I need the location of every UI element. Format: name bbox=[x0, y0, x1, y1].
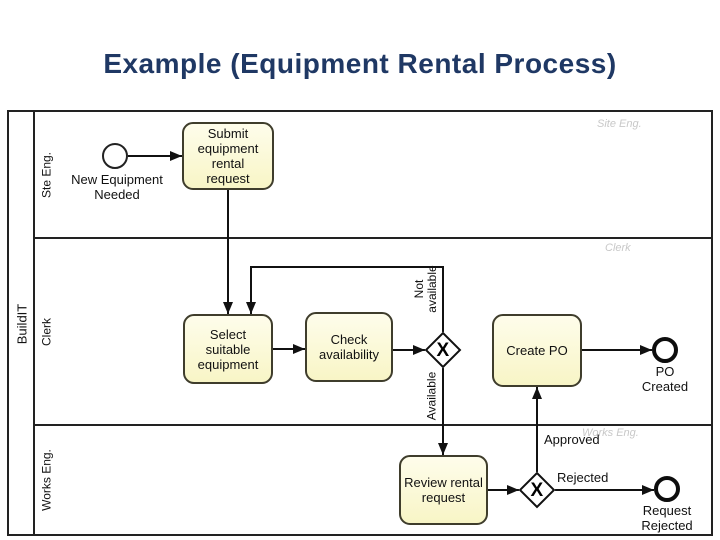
edge-label-not-available: Not available bbox=[412, 265, 439, 313]
lane-label-clerk: Clerk bbox=[39, 317, 54, 347]
lane-watermark-works-eng: Works Eng. bbox=[582, 427, 639, 439]
end-event-request-rejected bbox=[654, 476, 680, 502]
bpmn-pool-buildit: BuildIT Ste Eng. Clerk Works Eng. Site E… bbox=[7, 110, 713, 536]
task-create-po: Create PO bbox=[492, 314, 582, 387]
start-event bbox=[102, 143, 128, 169]
pool-name: BuildIT bbox=[14, 303, 30, 345]
lane-site-eng bbox=[35, 112, 711, 239]
end-event-po-created bbox=[652, 337, 678, 363]
end-event-request-rejected-label: Request Rejected bbox=[641, 503, 693, 533]
edge-label-approved: Approved bbox=[544, 432, 600, 447]
pool-header bbox=[9, 112, 35, 534]
task-review-rental-request: Review rental request bbox=[399, 455, 488, 525]
lane-clerk bbox=[35, 239, 711, 426]
task-check-availability: Check availability bbox=[305, 312, 393, 382]
task-select-suitable-equipment: Select suitable equipment bbox=[183, 314, 273, 384]
lane-works-eng bbox=[35, 426, 711, 534]
task-submit-equipment-rental-request: Submit equipment rental request bbox=[182, 122, 274, 190]
end-event-po-created-label: PO Created bbox=[641, 364, 689, 394]
edge-label-available: Available bbox=[424, 371, 439, 421]
xor-gateway-icon: X bbox=[530, 479, 544, 501]
edge-label-rejected: Rejected bbox=[557, 470, 609, 485]
lane-label-works-eng: Works Eng. bbox=[39, 449, 54, 511]
start-event-label: New Equipment Needed bbox=[71, 172, 163, 202]
page-title: Example (Equipment Rental Process) bbox=[103, 48, 617, 79]
lane-watermark-site-eng: Site Eng. bbox=[597, 118, 642, 130]
lane-label-site-eng: Ste Eng. bbox=[39, 151, 54, 199]
lane-watermark-clerk: Clerk bbox=[605, 242, 631, 254]
xor-gateway-icon: X bbox=[436, 339, 450, 361]
